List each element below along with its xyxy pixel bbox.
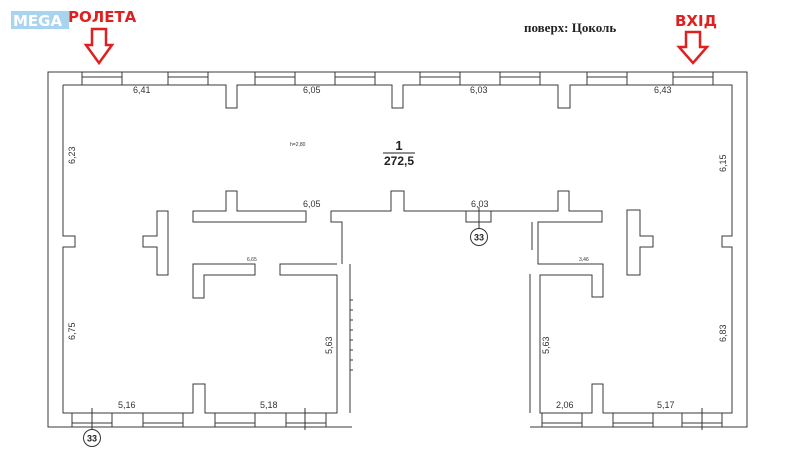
svg-text:33: 33 <box>87 434 97 444</box>
svg-text:6,15: 6,15 <box>718 154 728 172</box>
svg-text:6,03: 6,03 <box>471 199 489 209</box>
svg-text:33: 33 <box>474 233 484 243</box>
room-area: 272,5 <box>384 154 414 168</box>
entrance-label: ВХІД <box>675 12 717 30</box>
svg-text:5,63: 5,63 <box>541 336 551 354</box>
room-number: 1 <box>395 138 402 153</box>
ceiling-height: h=2,80 <box>290 142 306 148</box>
svg-text:6,41: 6,41 <box>133 85 151 95</box>
svg-text:6,23: 6,23 <box>67 146 77 164</box>
svg-text:6,83: 6,83 <box>718 324 728 342</box>
roleta-label: РОЛЕТА <box>68 8 137 26</box>
windows <box>71 71 723 428</box>
walls <box>47 71 748 428</box>
section-marker: 33 <box>470 207 488 246</box>
logo: MEGA <box>11 11 69 30</box>
svg-text:6,75: 6,75 <box>67 322 77 340</box>
svg-text:6,03: 6,03 <box>470 85 488 95</box>
section-marker: 33 <box>83 408 703 447</box>
svg-text:6,05: 6,05 <box>303 85 321 95</box>
floor-title: поверх: Цоколь <box>524 20 616 35</box>
svg-text:MEGA: MEGA <box>13 12 62 30</box>
svg-text:6,65: 6,65 <box>247 257 257 263</box>
svg-text:5,16: 5,16 <box>118 400 136 410</box>
svg-text:6,05: 6,05 <box>303 199 321 209</box>
arrow-down-icon <box>676 30 710 65</box>
arrow-down-icon <box>83 27 115 66</box>
svg-text:5,17: 5,17 <box>657 400 675 410</box>
svg-text:3,46: 3,46 <box>579 257 589 263</box>
svg-text:5,18: 5,18 <box>260 400 278 410</box>
svg-text:6,43: 6,43 <box>654 85 672 95</box>
svg-text:5,63: 5,63 <box>324 336 334 354</box>
dimensions: 6,41 6,05 6,03 6,43 6,23 6,75 6,15 6,83 … <box>67 85 728 410</box>
svg-text:2,06: 2,06 <box>556 400 574 410</box>
